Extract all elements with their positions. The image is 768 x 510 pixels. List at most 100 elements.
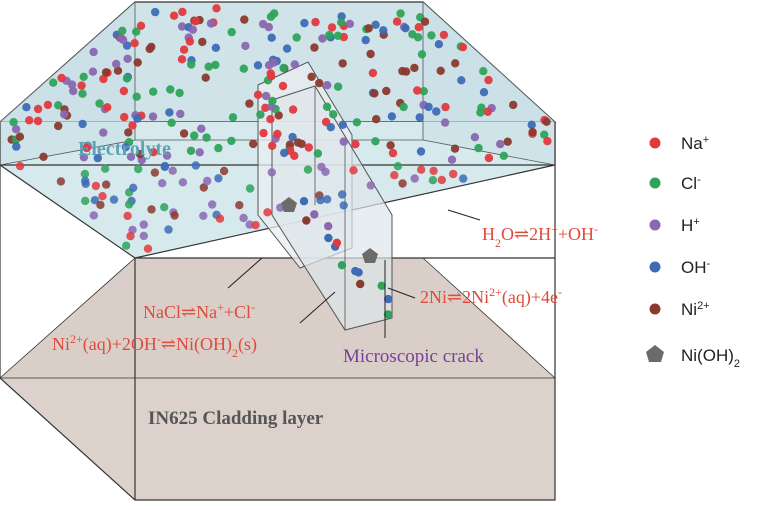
ion-particle <box>54 121 63 131</box>
ion-particle <box>88 67 98 76</box>
ion-particle <box>326 123 335 132</box>
ion-particle <box>206 19 216 28</box>
ion-particle <box>371 137 380 146</box>
ion-particle <box>484 153 494 163</box>
ion-particle <box>440 118 450 127</box>
ion-particle <box>145 44 154 54</box>
ion-particle <box>79 153 89 162</box>
ion-particle <box>227 27 236 37</box>
ion-particle <box>338 120 347 129</box>
ion-particle <box>78 119 87 129</box>
ion-particle <box>130 39 139 48</box>
legend-item-nioh2: Ni(OH)2 <box>646 345 740 370</box>
ion-particle <box>59 110 69 119</box>
ion-particle <box>143 244 153 253</box>
ion-particle <box>527 120 536 129</box>
electrolyte-label: Electrolyte <box>78 138 171 160</box>
ion-particle <box>128 121 137 130</box>
ion-particle <box>179 129 189 138</box>
ion-particle <box>429 166 438 176</box>
ion-particle <box>256 110 265 119</box>
ion-particle <box>245 99 254 108</box>
ion-particle <box>457 76 466 85</box>
ion-particle <box>134 164 143 174</box>
ion-particle <box>147 205 156 214</box>
ion-particle <box>386 141 395 150</box>
ion-particle <box>266 115 275 124</box>
ion-particle <box>77 81 86 90</box>
ion-particle <box>112 59 121 69</box>
ion-particle <box>103 103 112 112</box>
ion-particle <box>149 148 158 157</box>
ion-particle <box>337 18 346 27</box>
ion-particle <box>160 161 170 171</box>
ion-particle <box>49 78 58 87</box>
ion-particle <box>99 128 108 137</box>
ion-particle <box>370 89 379 98</box>
ion-particle <box>410 174 419 183</box>
microscopic-crack-label: Microscopic crack <box>343 346 484 367</box>
ion-particle <box>57 73 66 83</box>
ion-particle <box>12 142 21 151</box>
ion-particle <box>169 11 179 20</box>
ion-particle <box>434 40 444 49</box>
ion-particle <box>43 100 53 110</box>
ion-particle <box>282 44 292 53</box>
ion-particle <box>266 12 276 21</box>
svg-text:Ni(OH)2: Ni(OH)2 <box>681 346 740 370</box>
legend-symbol-nioh2-pentagon-icon <box>646 345 664 362</box>
ion-particle <box>297 139 306 149</box>
ion-particle <box>101 164 110 173</box>
ion-particle <box>417 50 427 59</box>
ion-particle <box>323 195 332 204</box>
ion-particle <box>139 220 148 229</box>
ion-particle <box>228 113 238 122</box>
ion-particle <box>451 59 460 68</box>
ion-particle <box>300 18 309 28</box>
legend-item-h: H+ <box>649 216 700 235</box>
ion-particle <box>241 41 250 51</box>
legend-item-cl: Cl- <box>649 174 701 193</box>
ion-particle <box>324 233 333 243</box>
ion-particle <box>116 33 126 43</box>
ion-particles <box>7 4 552 319</box>
ion-particle <box>339 137 348 146</box>
nioh2-precipitate-pentagon-icon <box>362 248 378 263</box>
ion-particle <box>33 104 43 114</box>
ion-particle <box>124 128 133 137</box>
ion-particle <box>441 102 450 112</box>
ion-particle <box>382 86 391 96</box>
ion-particle <box>177 22 187 31</box>
ion-particle <box>69 86 78 96</box>
ion-particle <box>484 75 493 85</box>
ion-particle <box>349 166 358 175</box>
ion-particle <box>292 33 301 42</box>
ion-particle <box>413 86 422 95</box>
ion-particle <box>78 89 87 98</box>
ion-particle <box>118 26 127 35</box>
ion-particle <box>89 211 99 220</box>
ion-particle <box>121 142 130 152</box>
ion-particle <box>187 60 196 69</box>
ion-particle <box>113 66 123 75</box>
ion-particle <box>338 190 347 199</box>
ion-particle <box>203 176 212 186</box>
ion-particle <box>25 116 34 125</box>
ion-particle <box>351 140 360 149</box>
ion-particle <box>322 102 332 112</box>
ion-particle <box>170 211 179 220</box>
ion-particle <box>164 225 173 234</box>
ion-particle <box>388 148 398 158</box>
ion-particle <box>135 149 145 159</box>
ion-particle <box>274 111 283 120</box>
ion-particle <box>9 118 18 127</box>
ion-particle <box>167 118 176 128</box>
ion-particle <box>371 20 380 29</box>
ion-particle <box>95 99 104 108</box>
ion-particle <box>285 140 295 149</box>
ion-particle <box>191 161 200 170</box>
ion-particle <box>483 107 492 117</box>
legend-symbol-na <box>649 137 661 149</box>
ion-particle <box>384 294 393 304</box>
ion-particle <box>479 88 489 97</box>
